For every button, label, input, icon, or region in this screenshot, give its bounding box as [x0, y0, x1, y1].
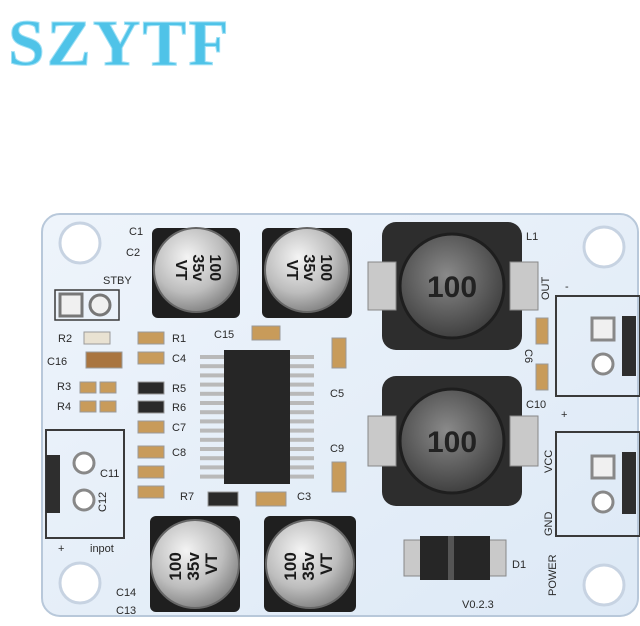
svg-text:C8: C8: [172, 447, 186, 459]
svg-text:C9: C9: [330, 443, 344, 455]
smd-part: [331, 461, 347, 493]
smd-part: [535, 317, 549, 345]
smd-part: [137, 400, 165, 414]
capacitor-c3: 100 35v VT: [264, 516, 356, 612]
svg-text:inpot: inpot: [90, 543, 114, 555]
svg-text:VCC: VCC: [543, 450, 555, 473]
svg-text:L1: L1: [526, 231, 538, 243]
svg-text:100 35v VT: 100 35v VT: [166, 547, 221, 580]
smd-part: [535, 363, 549, 391]
smd-part: [207, 491, 239, 507]
smd-part: [137, 465, 165, 479]
capacitor-c1: 100 35v VT: [152, 227, 240, 318]
capacitor-c14: 100 35v VT: [150, 516, 240, 612]
inductor-l1: 100: [367, 222, 539, 350]
svg-text:100 35v VT: 100 35v VT: [281, 547, 336, 580]
svg-text:C4: C4: [172, 353, 186, 365]
svg-text:R5: R5: [172, 383, 186, 395]
svg-text:C2: C2: [126, 247, 140, 259]
svg-text:+: +: [561, 409, 567, 421]
svg-text:C13: C13: [116, 605, 136, 617]
smd-part: [137, 331, 165, 345]
smd-part: [99, 400, 117, 413]
svg-text:R2: R2: [58, 333, 72, 345]
svg-text:C15: C15: [214, 329, 234, 341]
svg-text:GND: GND: [543, 512, 555, 537]
smd-part: [137, 445, 165, 459]
diode-d1: [403, 536, 507, 580]
svg-text:C6: C6: [522, 349, 534, 363]
svg-text:C3: C3: [297, 491, 311, 503]
output-connector-outline: [555, 295, 640, 397]
svg-text:C16: C16: [47, 356, 67, 368]
smd-part: [255, 491, 287, 507]
svg-text:C12: C12: [97, 492, 109, 512]
svg-text:R6: R6: [172, 402, 186, 414]
svg-text:100: 100: [427, 271, 477, 304]
power-connector-outline: [555, 431, 640, 537]
svg-text:R3: R3: [57, 381, 71, 393]
svg-text:C7: C7: [172, 422, 186, 434]
svg-text:+: +: [58, 543, 64, 555]
svg-text:R7: R7: [180, 491, 194, 503]
svg-text:-: -: [565, 281, 569, 293]
smd-part: [79, 381, 97, 394]
smd-part: [137, 351, 165, 365]
svg-text:R4: R4: [57, 401, 71, 413]
smd-part: [137, 381, 165, 395]
smd-part: [137, 485, 165, 499]
inductor-l2: 100: [367, 376, 539, 506]
svg-text:100 35v VT: 100 35v VT: [283, 254, 334, 285]
silkscreen-labels: C1 C2 STBY R2 R1 C16 C4 R3 R4 R5 R6 C7 C…: [47, 226, 569, 617]
capacitor-c2: 100 35v VT: [262, 227, 352, 318]
smd-part: [331, 337, 347, 369]
smd-part: [99, 381, 117, 394]
smd-part: [79, 400, 97, 413]
svg-text:C10: C10: [526, 399, 546, 411]
svg-text:STBY: STBY: [103, 275, 132, 287]
svg-text:OUT: OUT: [540, 277, 552, 301]
brand-logo: SZYTF: [8, 7, 231, 81]
amplifier-chip: [200, 350, 314, 484]
smd-part: [251, 325, 281, 341]
smd-components: [79, 317, 549, 507]
svg-text:C1: C1: [129, 226, 143, 238]
svg-text:100 35v VT: 100 35v VT: [172, 254, 223, 285]
smd-part: [85, 351, 123, 369]
mounting-holes: [58, 221, 626, 607]
svg-text:C11: C11: [100, 468, 119, 480]
svg-text:R1: R1: [172, 333, 186, 345]
svg-text:C5: C5: [330, 388, 344, 400]
svg-text:POWER: POWER: [547, 554, 559, 596]
svg-text:100: 100: [427, 426, 477, 459]
svg-text:C14: C14: [116, 587, 136, 599]
svg-text:D1: D1: [512, 559, 526, 571]
smd-part: [137, 420, 165, 434]
svg-text:V0.2.3: V0.2.3: [462, 599, 494, 611]
smd-part: [83, 331, 111, 345]
